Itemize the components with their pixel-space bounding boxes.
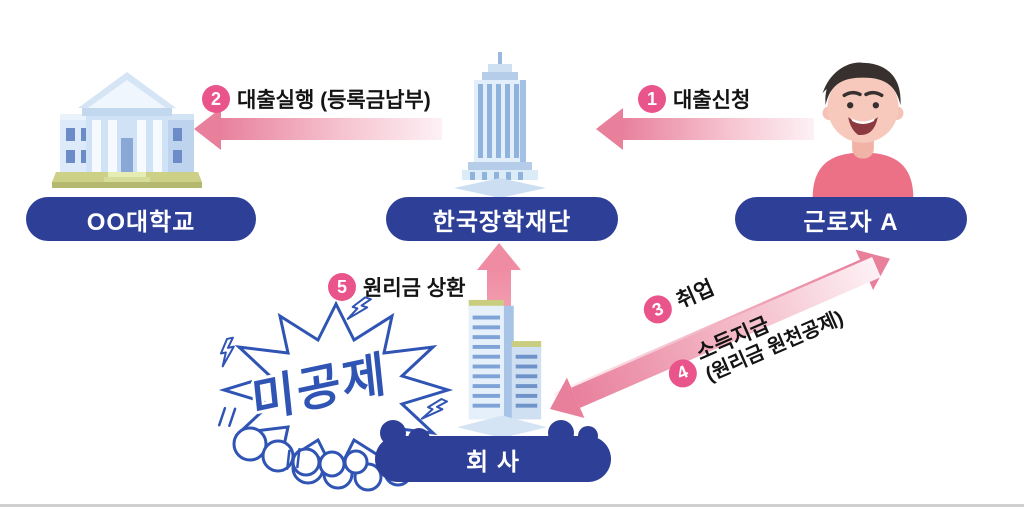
arrow-loan-execution-body	[220, 118, 442, 140]
university-building-icon	[52, 72, 202, 188]
company-label: 회 사	[375, 436, 611, 482]
lightning-bolt-icon	[219, 336, 235, 368]
foundation-label: 한국장학재단	[386, 197, 618, 241]
flow-text: 원리금 상환	[363, 277, 466, 300]
company-building-icon	[456, 299, 548, 438]
step-number: 3	[639, 290, 677, 328]
step-number: 5	[328, 273, 356, 301]
bottom-divider	[0, 504, 1024, 507]
arrow-repayment-head	[477, 243, 521, 270]
flow-text: 대출신청	[673, 89, 751, 112]
step-number: 4	[664, 354, 702, 392]
step-number: 1	[638, 85, 666, 113]
arrow-loan-execution-head	[194, 108, 221, 150]
arrow-loan-application-head	[596, 108, 623, 150]
speed-lines	[286, 448, 301, 470]
step-number: 2	[202, 85, 230, 113]
flow-label-loan-execution: 2 대출실행 (등록금납부)	[202, 84, 431, 114]
flow-text: 취업	[673, 276, 718, 313]
arrow-loan-application-body	[622, 118, 814, 140]
worker-avatar-icon	[812, 62, 914, 198]
speed-lines	[217, 406, 237, 428]
lightning-bolt-icon	[420, 398, 449, 420]
foundation-building-icon	[454, 52, 546, 198]
worker-label: 근로자 A	[735, 197, 967, 241]
flow-text: 대출실행 (등록금납부)	[237, 89, 431, 112]
lightning-bolt-icon	[346, 296, 372, 320]
flow-label-loan-application: 1 대출신청	[638, 84, 750, 114]
university-label: OO대학교	[26, 197, 256, 241]
flow-label-repayment: 5 원리금 상환	[328, 272, 465, 302]
